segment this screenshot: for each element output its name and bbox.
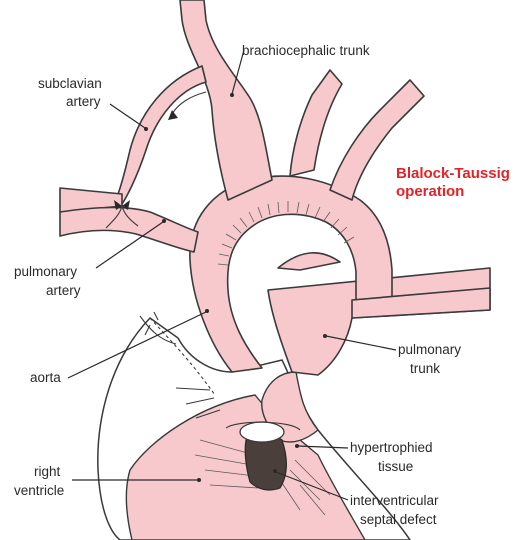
label-pulmonary-artery-line2: artery — [46, 283, 81, 298]
label-brachiocephalic-trunk: brachiocephalic trunk — [242, 43, 370, 58]
common-carotid — [290, 70, 342, 176]
left-subclavian — [330, 80, 424, 200]
title-line-2: operation — [396, 183, 464, 200]
brachiocephalic-trunk — [180, 0, 272, 200]
label-pulmonary-trunk-line1: pulmonary — [398, 342, 461, 357]
title-line-1: Blalock-Taussig — [396, 165, 510, 182]
label-hypertrophied-line1: hypertrophied — [350, 440, 433, 455]
label-septal-defect-line1: interventricular — [350, 493, 439, 508]
label-aorta: aorta — [30, 370, 61, 385]
subclavian-artery — [114, 66, 206, 204]
label-right-ventricle-line1: right — [34, 464, 61, 479]
label-pulmonary-artery-line1: pulmonary — [14, 264, 77, 279]
label-right-ventricle-line2: ventricle — [14, 483, 64, 498]
label-subclavian-line2: artery — [66, 94, 101, 109]
label-subclavian-line1: subclavian — [38, 76, 102, 91]
label-hypertrophied-line2: tissue — [378, 459, 413, 474]
label-pulmonary-trunk-line2: trunk — [410, 361, 440, 376]
label-septal-defect-line2: septal defect — [360, 512, 437, 527]
